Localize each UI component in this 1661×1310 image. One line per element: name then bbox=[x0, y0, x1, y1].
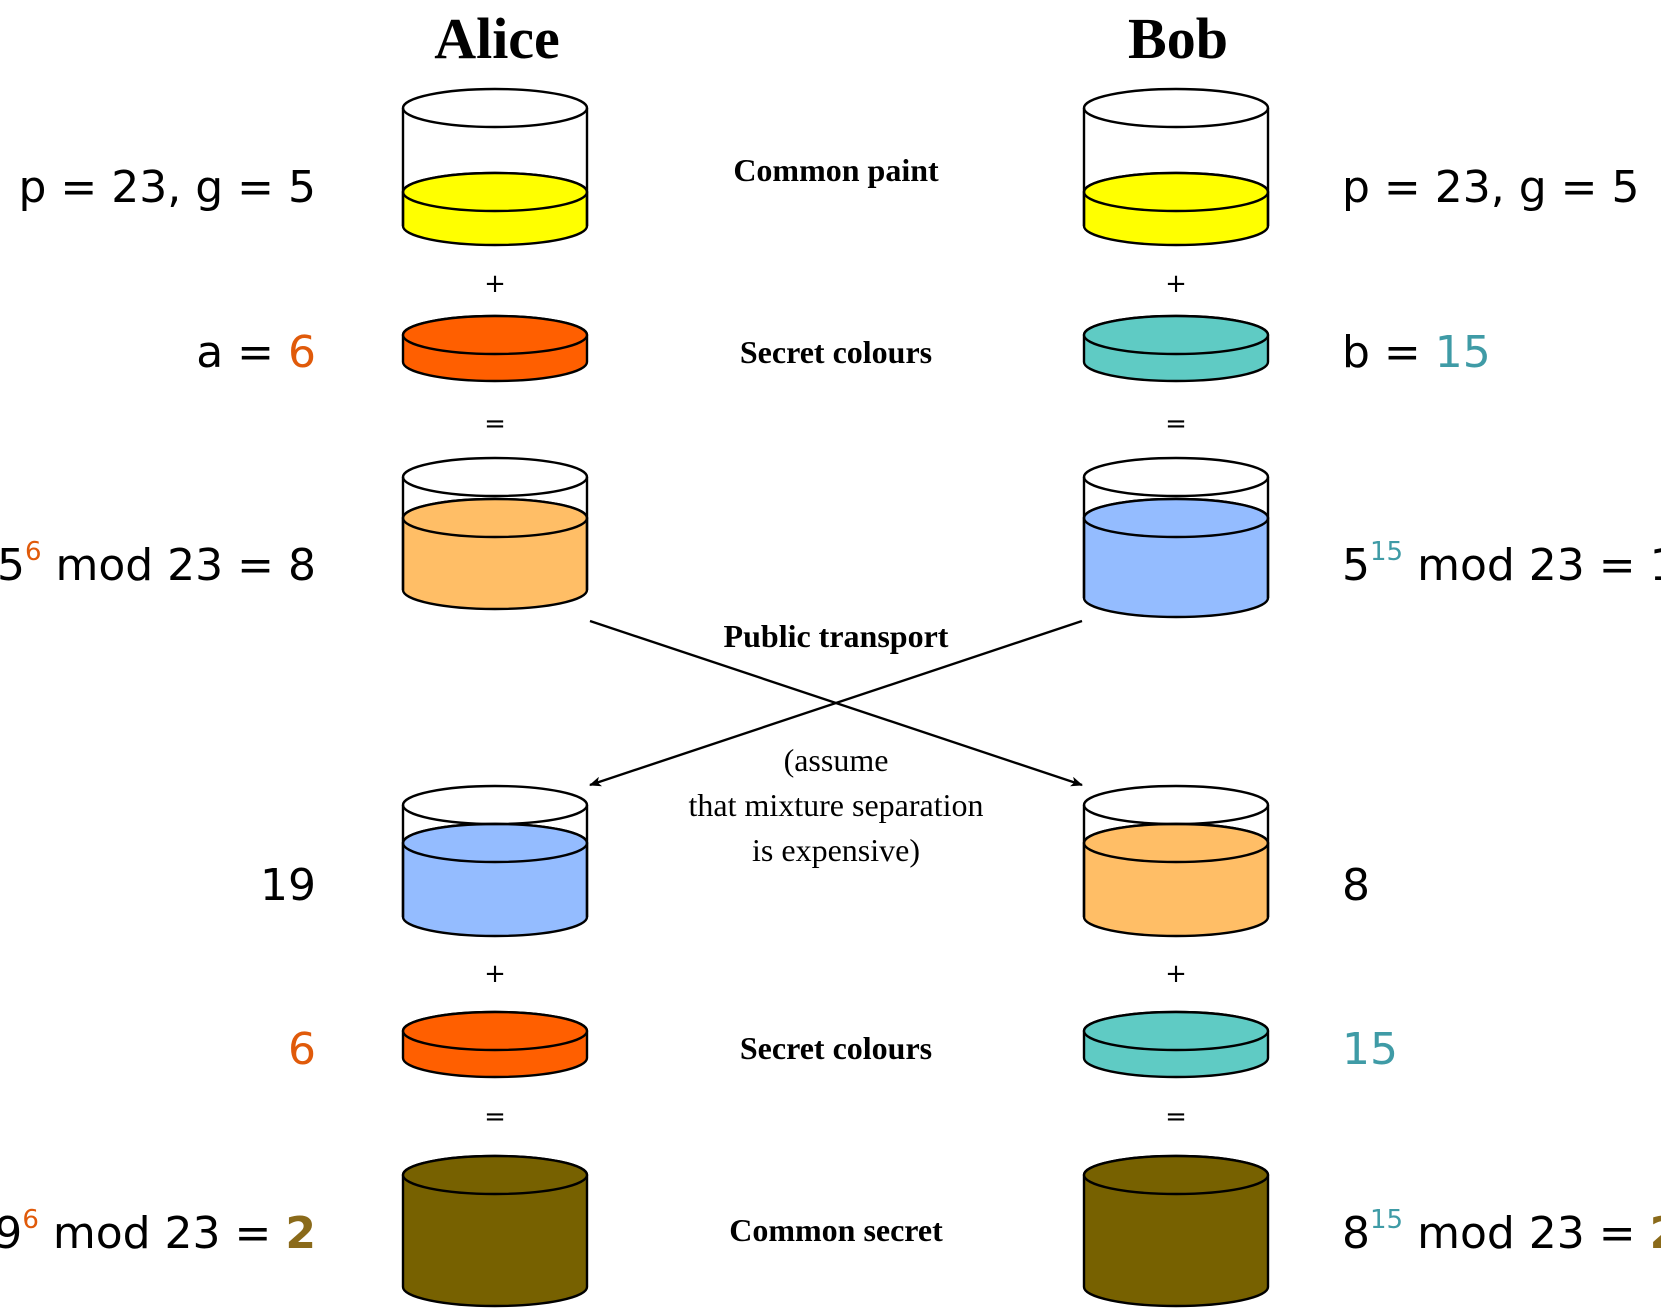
note-line-3: is expensive) bbox=[752, 832, 920, 868]
bob-equals-operator: = bbox=[1165, 409, 1187, 439]
bob-to-alice-arrow bbox=[589, 619, 1083, 787]
bob-header: Bob bbox=[1128, 6, 1228, 71]
bob-common-secret-glass bbox=[1082, 1154, 1270, 1308]
bob-plus-operator-2: + bbox=[1165, 959, 1187, 989]
alice-plus-operator-2: + bbox=[484, 959, 506, 989]
bob-secret-prefix: b = bbox=[1342, 327, 1435, 378]
bob-mixture-glass bbox=[1082, 456, 1270, 619]
alice-mixture-glass bbox=[401, 456, 589, 611]
alice-equals-operator: = bbox=[484, 409, 506, 439]
bob-common-paint-glass bbox=[1082, 87, 1270, 247]
common-paint-label: Common paint bbox=[733, 152, 939, 188]
alice-secret-value: a = 6 bbox=[196, 327, 316, 378]
alice-equals-operator-2: = bbox=[484, 1102, 506, 1132]
bob-received-glass bbox=[1082, 784, 1270, 938]
bob-secret-again-value: 15 bbox=[1342, 1024, 1398, 1075]
note-line-2: that mixture separation bbox=[688, 787, 983, 823]
bob-secret-number: 15 bbox=[1435, 327, 1491, 378]
alice-final-value: 196 mod 23 = 2 bbox=[0, 1205, 316, 1259]
alice-public-base: 5 bbox=[0, 540, 25, 591]
alice-final-base: 19 bbox=[0, 1208, 22, 1259]
bob-plus-operator: + bbox=[1165, 269, 1187, 299]
alice-public-rest: mod 23 = 8 bbox=[41, 540, 316, 591]
alice-common-secret-glass bbox=[401, 1154, 589, 1308]
note-line-1: (assume bbox=[784, 742, 889, 778]
alice-final-exponent: 6 bbox=[22, 1205, 39, 1235]
alice-final-rest: mod 23 = bbox=[39, 1208, 286, 1259]
bob-public-exponent: 15 bbox=[1370, 537, 1403, 567]
bob-final-value: 815 mod 23 = 2 bbox=[1342, 1205, 1661, 1259]
bob-final-rest: mod 23 = bbox=[1403, 1208, 1650, 1259]
bob-params: p = 23, g = 5 bbox=[1342, 162, 1640, 213]
bob-secret-colour-disc bbox=[1082, 314, 1270, 383]
alice-secret-prefix: a = bbox=[196, 327, 288, 378]
alice-final-secret: 2 bbox=[285, 1208, 316, 1259]
bob-equals-operator-2: = bbox=[1165, 1102, 1187, 1132]
bob-final-base: 8 bbox=[1342, 1208, 1370, 1259]
alice-public-exponent: 6 bbox=[25, 537, 42, 567]
alice-secret-colour-disc-2 bbox=[401, 1010, 589, 1079]
bob-public-base: 5 bbox=[1342, 540, 1370, 591]
common-secret-label: Common secret bbox=[729, 1212, 943, 1248]
alice-secret-colour-disc bbox=[401, 314, 589, 383]
alice-params: p = 23, g = 5 bbox=[19, 162, 317, 213]
bob-secret-colour-disc-2 bbox=[1082, 1010, 1270, 1079]
bob-public-rest: mod 23 = 19 bbox=[1403, 540, 1661, 591]
bob-public-value: 515 mod 23 = 19 bbox=[1342, 537, 1661, 591]
alice-public-value: 56 mod 23 = 8 bbox=[0, 537, 316, 591]
alice-plus-operator: + bbox=[484, 269, 506, 299]
alice-secret-again-value: 6 bbox=[288, 1024, 316, 1075]
public-transport-label: Public transport bbox=[724, 618, 949, 654]
bob-received-value: 8 bbox=[1342, 860, 1370, 911]
secret-colours-label-2: Secret colours bbox=[740, 1030, 932, 1066]
secret-colours-label: Secret colours bbox=[740, 334, 932, 370]
alice-header: Alice bbox=[434, 6, 560, 71]
alice-received-value: 19 bbox=[260, 860, 316, 911]
bob-final-secret: 2 bbox=[1650, 1208, 1661, 1259]
alice-secret-number: 6 bbox=[288, 327, 316, 378]
alice-common-paint-glass bbox=[401, 87, 589, 247]
bob-final-exponent: 15 bbox=[1370, 1205, 1403, 1235]
bob-secret-value: b = 15 bbox=[1342, 327, 1491, 378]
alice-received-glass bbox=[401, 784, 589, 938]
